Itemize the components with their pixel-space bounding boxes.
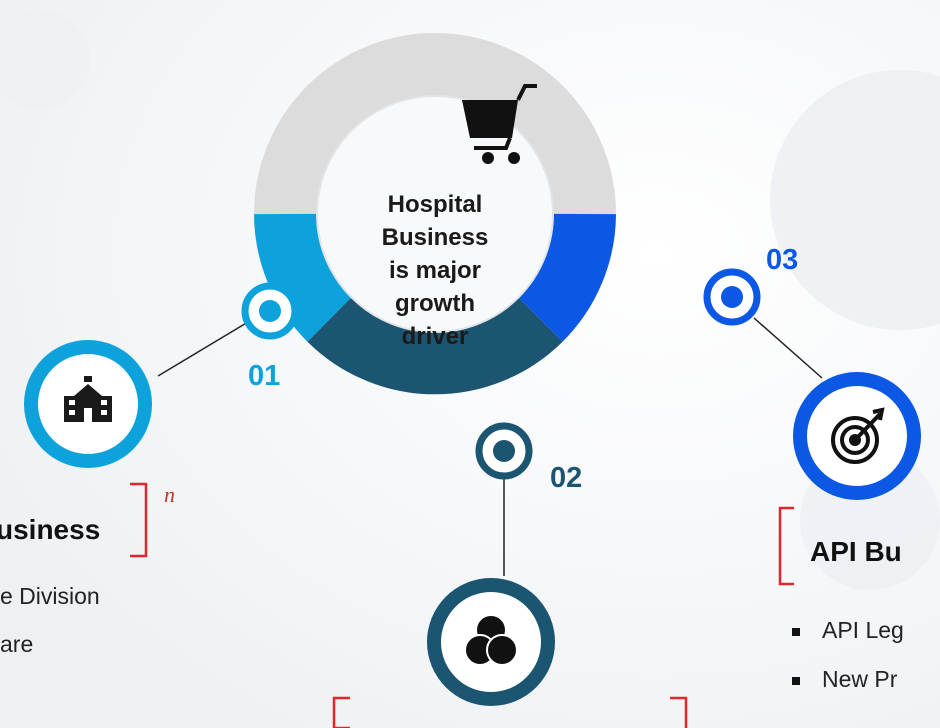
bullet-marker (792, 677, 800, 685)
center-title: Hospital Business is major growth driver (350, 188, 520, 353)
segment-number-01: 01 (248, 360, 281, 392)
center-title-line: is major growth (388, 257, 482, 317)
bg-decor-circle (770, 70, 940, 330)
ring-segment-03 (516, 212, 616, 342)
center-title-line: Hospital Business (381, 191, 489, 251)
connector-line-03 (753, 317, 823, 379)
node-marker-02 (475, 422, 533, 480)
bg-decor-circle (0, 10, 90, 110)
node-marker-03 (703, 268, 761, 326)
ring-segment-01 (254, 212, 354, 342)
segment-number-03: 03 (766, 244, 799, 276)
right-bullet-item: API Leg (822, 617, 904, 643)
center-circle (316, 95, 554, 333)
left-section-heading: usiness (0, 514, 101, 545)
center-title-line: driver (401, 323, 469, 350)
bottom-bracket-left (332, 696, 350, 728)
left-section-line: are (0, 631, 34, 657)
hospital-building-icon (64, 376, 112, 422)
left-bracket-note: n (164, 482, 175, 507)
bottom-bracket-right (670, 696, 688, 728)
right-section-heading: API Bu (810, 536, 902, 567)
bullet-marker (792, 628, 800, 636)
ring-segment-02 (307, 295, 563, 395)
connector-line-01 (157, 321, 249, 377)
shopping-cart-icon (462, 84, 537, 164)
left-section-line: e Division (0, 583, 100, 609)
left-bracket (130, 482, 148, 558)
node-marker-01 (241, 282, 299, 340)
target-arrow-icon (831, 407, 885, 464)
ring-segment-top (254, 33, 616, 215)
right-bracket (778, 506, 794, 586)
venn-circles-icon (464, 614, 518, 666)
right-bullet-item: New Pr (822, 666, 898, 692)
segment-number-02: 02 (550, 462, 583, 494)
